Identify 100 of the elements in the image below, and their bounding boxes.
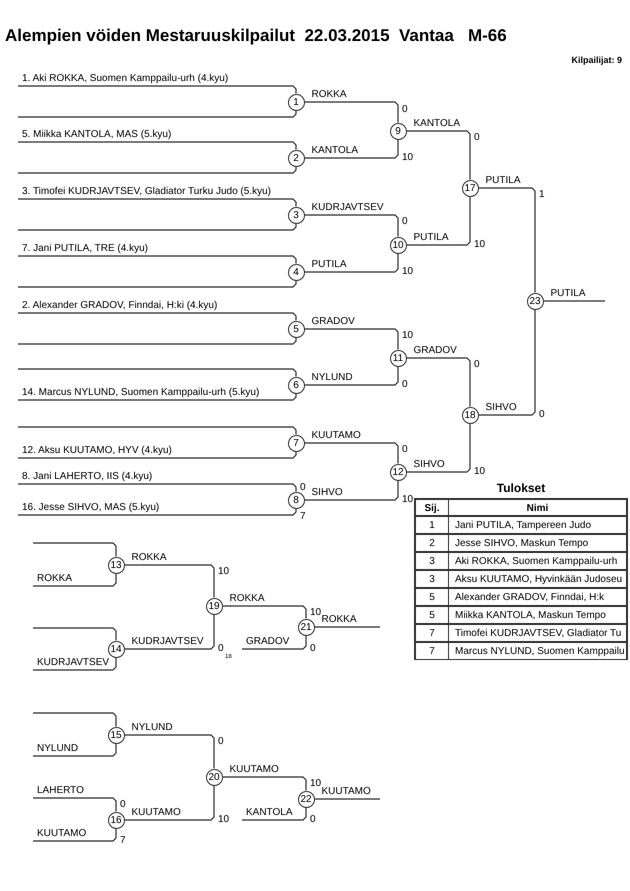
match-number-circle: 13 (108, 556, 124, 574)
bracket-line (18, 483, 297, 492)
edge-label: GRADOV (414, 345, 457, 357)
match-number-circle: 1 (288, 94, 304, 110)
score-label: 0 (310, 643, 316, 655)
edge-label: SIHVO (414, 459, 445, 471)
bracket-line (18, 452, 297, 459)
bracket-line (18, 198, 297, 206)
edge-label: 3. Timofei KUDRJAVTSEV, Gladiator Turku Judo (5.kyu) (22, 186, 271, 198)
rank-cell: 7 (414, 624, 449, 642)
bracket-line (18, 280, 297, 288)
match-number-circle: 10 (390, 236, 406, 254)
bracket-line (33, 797, 117, 812)
rank-cell: 2 (414, 534, 449, 552)
score-label: 7 (300, 511, 306, 523)
score-label: 1 (539, 189, 545, 201)
match-number-circle: 11 (390, 350, 406, 366)
edge-label: KUUTAMO (37, 828, 86, 840)
score-label: 10 (402, 494, 414, 506)
edge-label: ROKKA (230, 593, 265, 605)
bracket-line (33, 744, 117, 757)
bracket-line (18, 508, 297, 516)
bracket-line (18, 312, 297, 320)
edge-label: GRADOV (312, 316, 355, 328)
bracket-line (124, 786, 215, 821)
rank-cell: 3 (414, 570, 449, 588)
rank-cell: 5 (414, 606, 449, 624)
score-label: 10 (402, 266, 414, 278)
score-label: 0 (310, 814, 316, 826)
match-number-circle: 18 (462, 406, 478, 424)
bracket-line (304, 214, 399, 236)
bracket-line (544, 300, 605, 302)
table-title: Tulokset (496, 482, 546, 494)
edge-label: KUDRJAVTSEV (312, 202, 384, 214)
name-cell: Alexander GRADOV, Finndai, H:k (448, 588, 628, 606)
score-label: 0 (120, 799, 126, 811)
bracket-line (406, 130, 471, 180)
match-number-circle: 12 (390, 464, 406, 480)
edge-label: KUUTAMO (132, 807, 181, 819)
match-number-circle: 7 (288, 434, 304, 452)
name-cell: Miikka KANTOLA, Maskun Tempo (448, 606, 628, 624)
score-label: 0 (539, 409, 545, 421)
match-number-circle: 8 (288, 492, 304, 508)
match-number-circle: 20 (206, 768, 222, 786)
score-label: 0 (402, 444, 408, 456)
edge-label: GRADOV (246, 636, 290, 648)
match-number-circle: 17 (462, 180, 478, 196)
score-label: 0 (218, 736, 224, 748)
bracket-line (33, 627, 117, 640)
score-label: 0 (474, 359, 480, 371)
edge-label: SIHVO (312, 487, 343, 499)
bracket-line (406, 196, 471, 246)
score-label: 7 (120, 835, 126, 847)
bracket-line (18, 110, 297, 118)
match-number-circle: 4 (288, 264, 304, 280)
edge-label: NYLUND (132, 722, 173, 734)
score-label: 0 (474, 132, 480, 144)
edge-label: NYLUND (37, 743, 78, 755)
bracket-line (304, 254, 399, 273)
edge-label: ROKKA (312, 89, 347, 101)
bracket-line (18, 338, 297, 345)
score-label: 10 (218, 566, 230, 578)
rank-cell: 5 (414, 588, 449, 606)
bracket-line (18, 368, 297, 376)
edge-label: NYLUND (312, 372, 353, 384)
match-number-circle: 6 (288, 376, 304, 394)
edge-label: PUTILA (486, 175, 521, 187)
bracket-line (18, 85, 297, 94)
name-cell: Aksu KUUTAMO, Hyvinkään Judoseu (448, 570, 628, 588)
name-cell: Timofei KUDRJAVTSEV, Gladiator Tu (448, 624, 628, 642)
score-label: 10 (402, 330, 414, 342)
match-number-circle: 16 (108, 812, 124, 828)
bracket-line (242, 636, 307, 650)
name-cell: Marcus NYLUND, Suomen Kamppailu (448, 642, 628, 660)
bracket-line (18, 166, 297, 174)
score-label: 10 (218, 814, 230, 826)
edge-label: 12. Aksu KUUTAMO, HYV (4.kyu) (22, 445, 172, 457)
edge-label: ROKKA (322, 614, 357, 626)
bracket-line (124, 614, 215, 650)
bracket-line (406, 424, 471, 473)
score-label: 10 (402, 152, 414, 164)
edge-label: KANTOLA (414, 118, 460, 130)
edge-label: 2. Alexander GRADOV, Finndai, H:ki (4.kyu) (22, 300, 218, 312)
edge-label: 8. Jani LAHERTO, IIS (4.kyu) (22, 471, 152, 483)
score-label: 0 (402, 104, 408, 116)
score-label: 0 (218, 643, 224, 655)
bracket-line (242, 808, 307, 821)
bracket-line (18, 255, 297, 264)
bracket-line (304, 101, 399, 122)
bracket-line (406, 357, 471, 406)
score-label: 10 (474, 239, 486, 251)
bracket-line (222, 605, 307, 618)
rank-cell: 3 (414, 552, 449, 570)
edge-label: ROKKA (37, 573, 72, 585)
bracket-line (33, 574, 117, 587)
match-number-circle: 3 (288, 206, 304, 224)
edge-label: KANTOLA (246, 807, 292, 819)
name-cell: Aki ROKKA, Suomen Kamppailu-urh (448, 552, 628, 570)
edge-label: KUUTAMO (322, 786, 371, 798)
match-number-circle: 19 (206, 598, 222, 614)
